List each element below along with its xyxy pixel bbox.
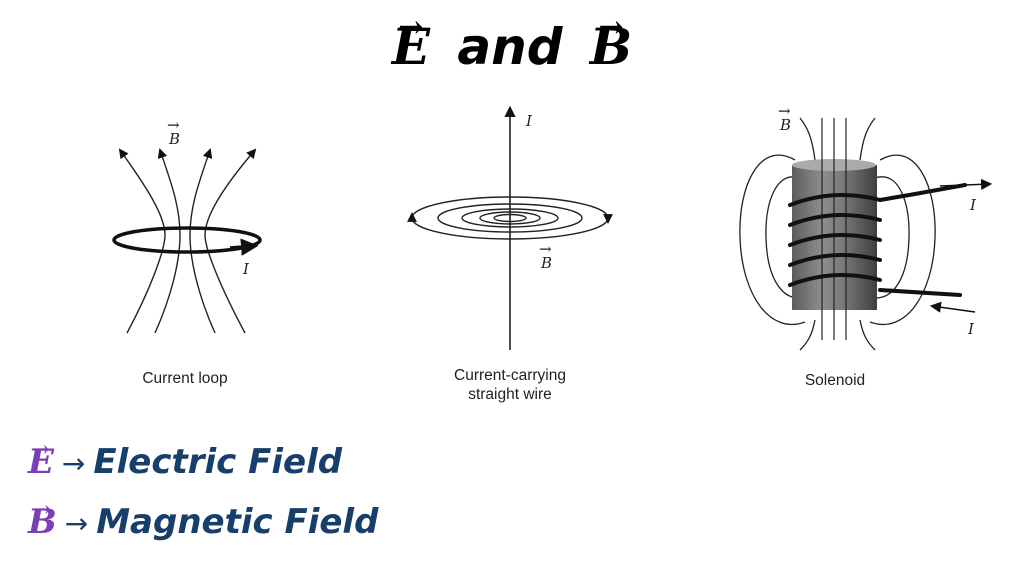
solenoid-field-line [872, 176, 910, 299]
current-loop-caption: Current loop [142, 370, 228, 387]
legend-magnetic-label: Magnetic Field [96, 502, 379, 542]
loop-field-label: B [168, 130, 180, 148]
title-e-symbol: E [392, 12, 430, 82]
solenoid-winding [788, 273, 882, 287]
straight-wire-caption-line2: straight wire [468, 386, 552, 403]
solenoid-current-out-arrow [929, 301, 976, 313]
solenoid-winding [788, 213, 882, 227]
solenoid-field-line [859, 117, 876, 161]
wire-field-label: B [540, 254, 552, 272]
legend-arrow-icon: → [61, 447, 86, 480]
wire-field-circle [479, 211, 541, 225]
solenoid-caption: Solenoid [804, 372, 866, 389]
loop-field-label-arrow: → [167, 116, 180, 134]
straight-wire-caption-line1: Current-carrying [454, 367, 566, 384]
solenoid-field-line [869, 154, 936, 325]
legend-magnetic-field: B→Magnetic Field [28, 500, 378, 546]
current-loop-ring [112, 226, 262, 254]
solenoid-field-line [765, 176, 803, 299]
legend-electric-label: Electric Field [93, 442, 343, 482]
solenoid-field-line [859, 319, 876, 351]
wire-field-circle [437, 203, 583, 233]
solenoid-current-out-label: I [967, 320, 975, 338]
straight-wire-diagram [407, 105, 613, 350]
page-title: E and B [0, 12, 1024, 82]
loop-field-line [189, 148, 216, 334]
legend-e-symbol: E [28, 440, 54, 484]
solenoid-winding [788, 193, 882, 207]
wire-field-circle [493, 213, 527, 223]
solenoid-current-in-label: I [969, 196, 977, 214]
solenoid-field-label-arrow: → [778, 102, 791, 120]
legend-electric-field: E→Electric Field [28, 440, 342, 486]
solenoid-diagram [739, 117, 993, 351]
loop-field-line [118, 148, 166, 334]
solenoid-field-label: B [779, 116, 791, 134]
solenoid-field-line [799, 117, 816, 161]
wire-field-circle [461, 208, 559, 228]
loop-field-line [204, 148, 257, 334]
legend-b-symbol: B [28, 500, 57, 544]
solenoid-lead-in [878, 183, 967, 202]
straight-wire-caption: Current-carrying straight wire [425, 366, 595, 404]
solenoid-field-line [739, 154, 806, 325]
wire-current-label: I [525, 112, 533, 130]
current-loop-arrow [229, 238, 259, 256]
title-connector: and [457, 18, 563, 76]
title-b-symbol: B [590, 12, 632, 82]
loop-current-label: I [242, 260, 250, 278]
current-loop-diagram [112, 148, 262, 334]
solenoid-field-line [799, 319, 816, 351]
legend-arrow-icon: → [64, 507, 89, 540]
solenoid-winding [788, 233, 882, 247]
solenoid-lead-out [878, 288, 962, 297]
wire-field-label-arrow: → [539, 240, 552, 258]
loop-field-line [154, 148, 181, 334]
solenoid-winding [788, 253, 882, 267]
solenoid-current-in-arrow [939, 178, 993, 190]
